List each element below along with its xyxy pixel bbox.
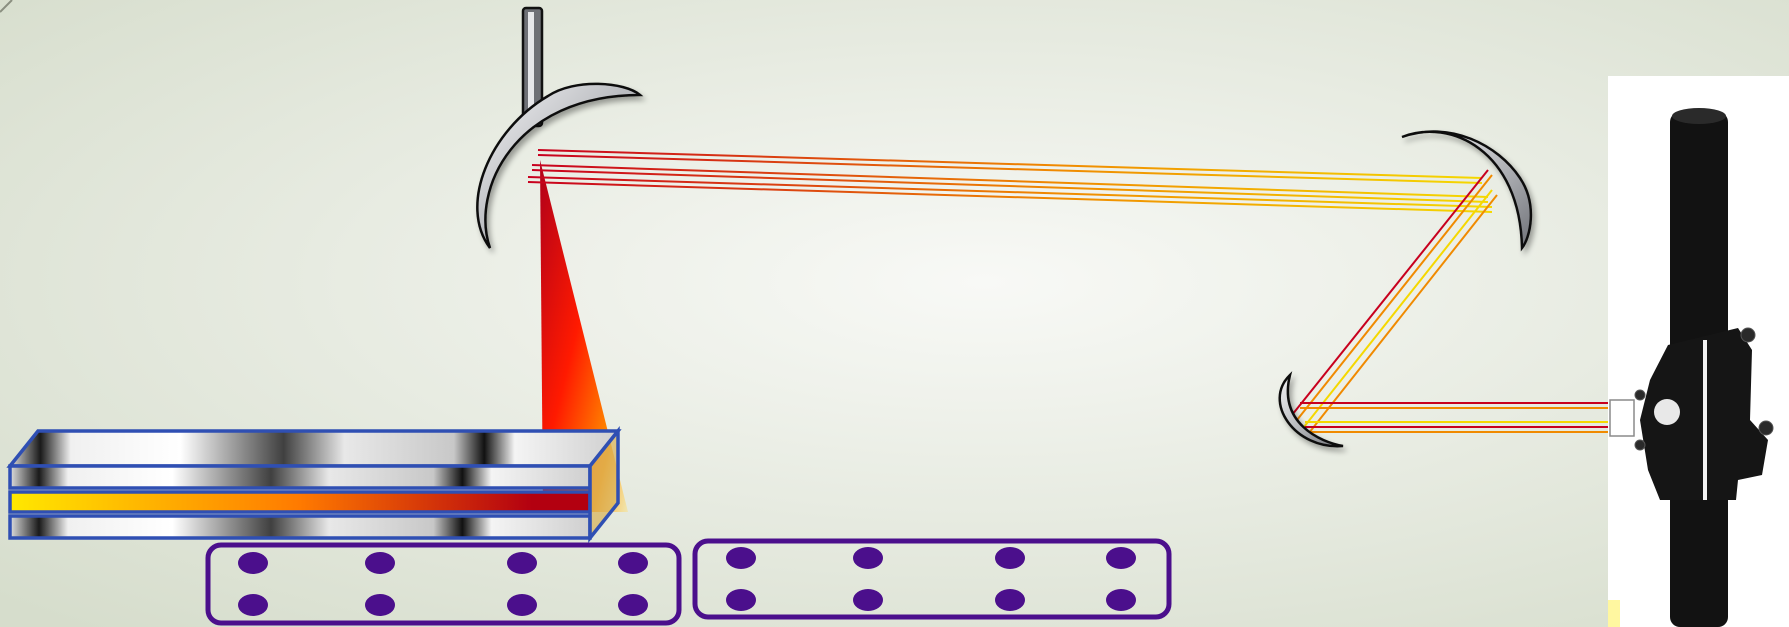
- detector-dot: [507, 552, 537, 574]
- waveguide-upper-slab: [10, 466, 590, 488]
- fiber-mount-aperture: [1654, 399, 1680, 425]
- detector-dot: [238, 552, 268, 574]
- fiber-mount-yellow-tint: [1608, 600, 1620, 627]
- waveguide-stack: [10, 431, 618, 538]
- detector-dot: [1106, 589, 1136, 611]
- fiber-mount-highlight: [1703, 340, 1707, 500]
- waveguide-lower-slab: [10, 516, 590, 538]
- detector-dot: [853, 547, 883, 569]
- fiber-mount-knob: [1741, 328, 1755, 342]
- detector-dot: [238, 594, 268, 616]
- fiber-mount-knob: [1635, 390, 1645, 400]
- detector-dot: [995, 547, 1025, 569]
- detector-dot: [507, 594, 537, 616]
- fiber-mount-knob: [1635, 440, 1645, 450]
- fiber-mount-post-top: [1672, 108, 1726, 124]
- detector-dot: [995, 589, 1025, 611]
- waveguide-top-face: [10, 431, 618, 466]
- detector-dot: [726, 547, 756, 569]
- detector-dot: [618, 594, 648, 616]
- detector-dot: [365, 552, 395, 574]
- detector-dot: [726, 589, 756, 611]
- detector-dot: [618, 552, 648, 574]
- detector-dot: [1106, 547, 1136, 569]
- detector-dot: [853, 589, 883, 611]
- fiber-mount-knob: [1759, 421, 1773, 435]
- waveguide-core: [10, 492, 590, 512]
- fiber-mount: [1608, 76, 1789, 627]
- detector-dot: [365, 594, 395, 616]
